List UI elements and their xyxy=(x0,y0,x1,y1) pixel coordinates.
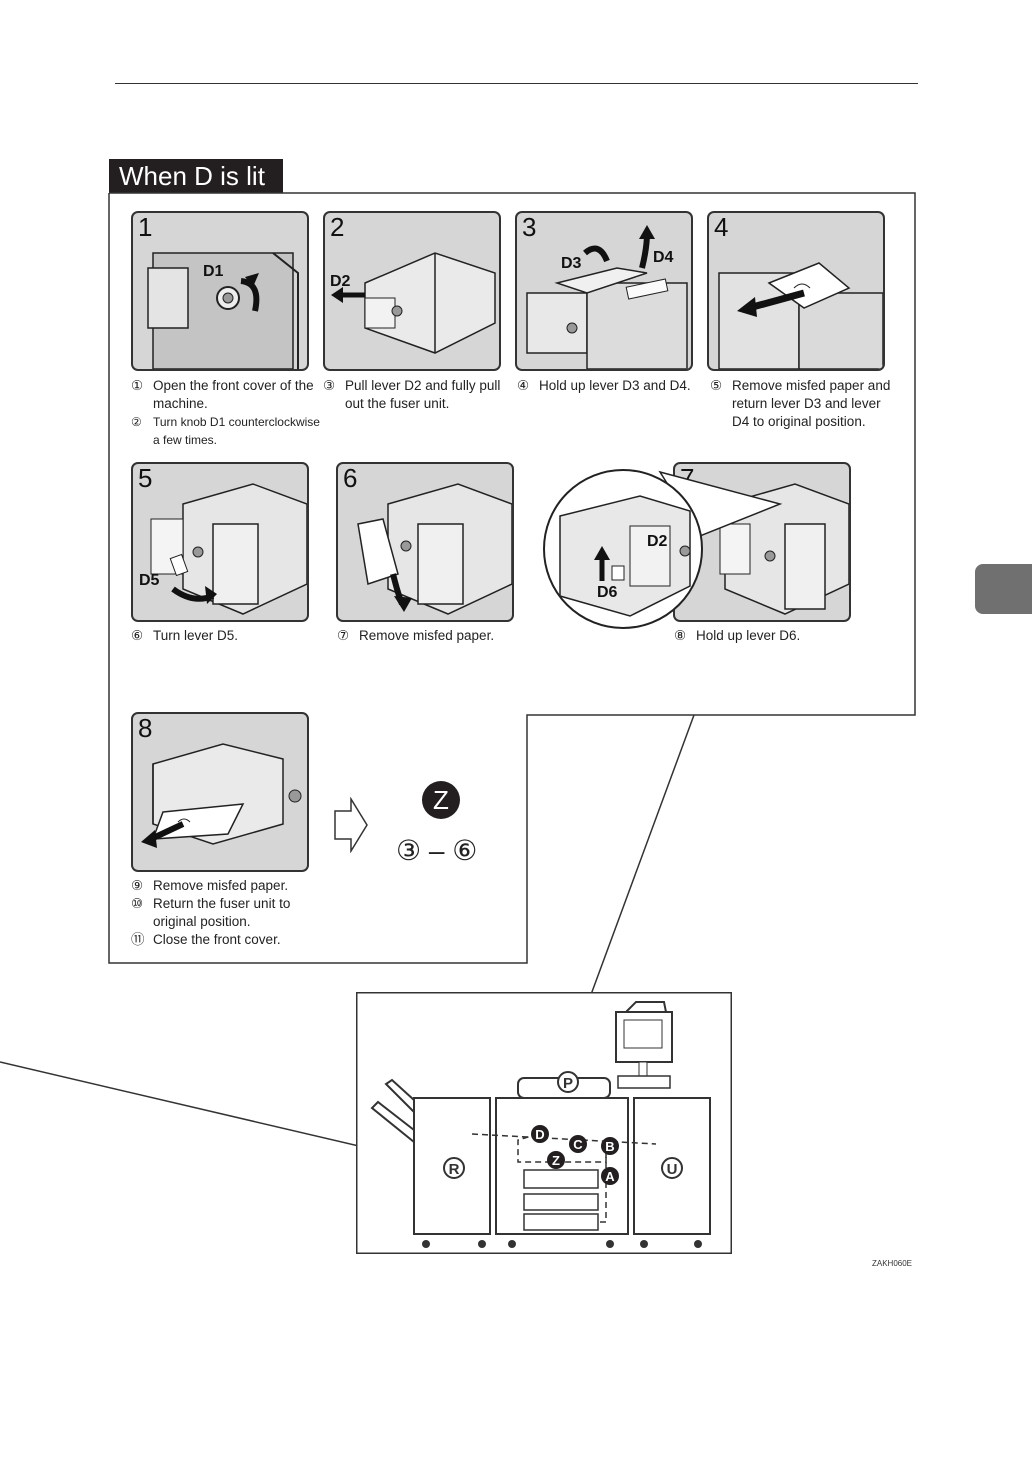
caption-text: Turn lever D5. xyxy=(153,628,239,643)
step-number: 4 xyxy=(714,212,729,242)
marker-d: D xyxy=(531,1125,549,1143)
marker-u: U xyxy=(661,1157,683,1179)
step-number: 8 xyxy=(138,713,153,743)
label-d5: D5 xyxy=(139,572,160,589)
label-d2: D2 xyxy=(330,273,351,290)
label-d6: D6 xyxy=(597,584,618,601)
step-5-panel: 5 D5 xyxy=(131,462,309,622)
caption-text: Remove misfed paper. xyxy=(359,628,495,643)
label-d4: D4 xyxy=(653,249,674,266)
caption-text: Open the front cover of the machine. xyxy=(153,378,314,411)
svg-text:P: P xyxy=(563,1075,573,1092)
figure-code: ZAKH060E xyxy=(872,1259,913,1268)
section-heading: When D is lit xyxy=(109,159,283,193)
label-d2-zoom: D2 xyxy=(647,533,668,550)
step-number: 5 xyxy=(138,463,153,493)
marker-b: B xyxy=(601,1137,619,1155)
instruction-frame xyxy=(108,192,916,964)
svg-text:Z: Z xyxy=(552,1153,560,1168)
svg-text:D: D xyxy=(535,1127,544,1142)
label-d3: D3 xyxy=(561,255,582,272)
caption-text: Turn knob D1 counterclockwise a few time… xyxy=(153,415,320,447)
svg-text:U: U xyxy=(667,1161,678,1178)
step-3-panel: 3 D3 D4 xyxy=(515,211,693,371)
step-number: 3 xyxy=(522,212,537,242)
arrow-right-icon xyxy=(334,797,368,853)
machine-overview: P D C B Z A R U xyxy=(356,992,732,1254)
caption-text: Close the front cover. xyxy=(153,932,281,947)
next-badge-z: Z xyxy=(422,781,460,819)
caption-text: Remove misfed paper. xyxy=(153,878,289,893)
step-2-panel: 2 D2 xyxy=(323,211,501,371)
marker-r: R xyxy=(443,1157,465,1179)
svg-text:R: R xyxy=(449,1161,460,1178)
zoom-detail xyxy=(543,469,783,629)
caption-text: Hold up lever D3 and D4. xyxy=(539,378,691,393)
caption-text: Pull lever D2 and fully pull out the fus… xyxy=(345,378,501,411)
marker-p: P xyxy=(557,1071,579,1093)
step-number: 1 xyxy=(138,212,153,242)
header-rule xyxy=(115,83,918,84)
step-6-panel: 6 xyxy=(336,462,514,622)
step-4-panel: 4 xyxy=(707,211,885,371)
label-d1: D1 xyxy=(203,263,224,280)
caption-text: Hold up lever D6. xyxy=(696,628,801,643)
marker-c: C xyxy=(569,1135,587,1153)
caption-text: Remove misfed paper and return lever D3 … xyxy=(732,378,891,429)
marker-z: Z xyxy=(547,1151,565,1169)
caption-text: Return the fuser unit to original positi… xyxy=(153,896,291,929)
step-1-panel: 1 D1 xyxy=(131,211,309,371)
marker-a: A xyxy=(601,1167,619,1185)
step-number: 6 xyxy=(343,463,358,493)
svg-text:C: C xyxy=(573,1137,583,1152)
svg-text:B: B xyxy=(605,1139,614,1154)
svg-text:A: A xyxy=(605,1169,615,1184)
step-number: 2 xyxy=(330,212,345,242)
step-8-panel: 8 xyxy=(131,712,309,872)
next-sequence: ③ – ⑥ xyxy=(396,835,478,866)
chapter-tab xyxy=(975,564,1032,614)
